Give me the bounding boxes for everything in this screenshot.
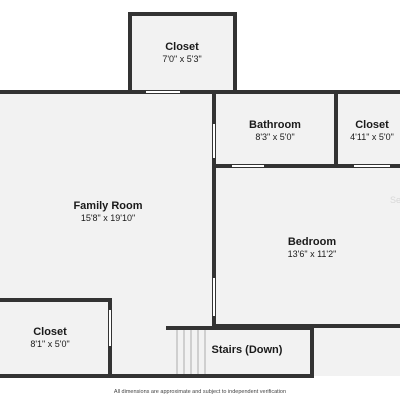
- closet-right-name: Closet: [355, 119, 389, 131]
- closet-bottom-dims: 8'1" x 5'0": [30, 339, 69, 349]
- floor-fills: [0, 14, 400, 376]
- bathroom-dims: 8'3" x 5'0": [255, 132, 294, 142]
- openings: [109, 91, 390, 346]
- stair-treads: [176, 330, 206, 376]
- family-room-name: Family Room: [73, 200, 142, 212]
- closet-top-name: Closet: [165, 41, 199, 53]
- floor-closet-top: [130, 14, 235, 92]
- room-labels: Closet 7'0" x 5'3" Family Room 15'8" x 1…: [30, 41, 394, 356]
- closet-top-dims: 7'0" x 5'3": [162, 54, 201, 64]
- family-room-dims: 15'8" x 19'10": [81, 213, 135, 223]
- closet-bottom-name: Closet: [33, 326, 67, 338]
- disclaimer-text: All dimensions are approximate and subje…: [113, 389, 287, 395]
- closet-right-dims: 4'11" x 5'0": [350, 132, 394, 142]
- bathroom-name: Bathroom: [249, 119, 301, 131]
- watermark: Sel: [390, 195, 400, 205]
- bedroom-dims: 13'6" x 11'2": [288, 249, 337, 259]
- stairs-name: Stairs (Down): [212, 344, 283, 356]
- bedroom-name: Bedroom: [288, 236, 337, 248]
